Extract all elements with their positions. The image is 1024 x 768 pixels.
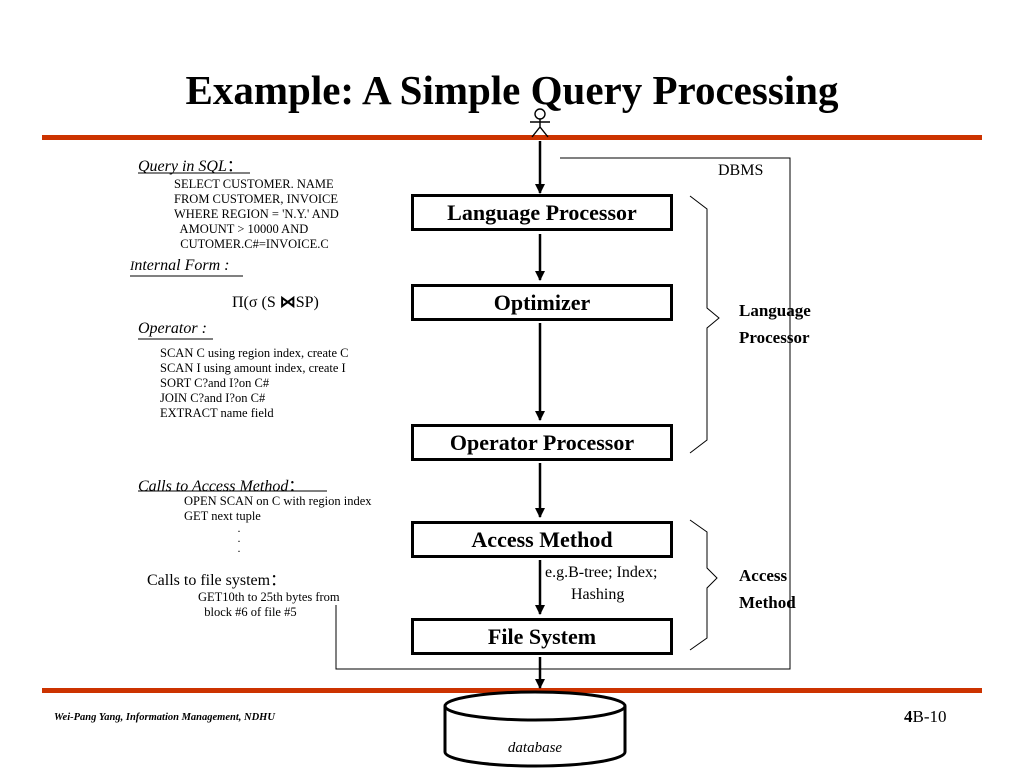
calls-file-block: GET10th to 25th bytes from block #6 of f… bbox=[198, 590, 340, 620]
query-line: AMOUNT > 10000 AND bbox=[174, 222, 309, 236]
operator-line: SCAN C using region index, create C bbox=[160, 346, 349, 360]
label-line: Access bbox=[739, 566, 788, 585]
operator-heading: Operator : bbox=[138, 320, 207, 338]
operator-heading-colon: : bbox=[197, 320, 207, 337]
operator-block: SCAN C using region index, create C SCAN… bbox=[160, 346, 349, 421]
database-icon bbox=[443, 690, 627, 768]
dot: · bbox=[237, 544, 241, 558]
page-title: Example: A Simple Query Processing bbox=[185, 67, 839, 113]
top-divider bbox=[42, 135, 982, 140]
internal-form-expression: Π(σ (S ⋈SP) bbox=[232, 292, 319, 312]
dot: · bbox=[237, 534, 241, 548]
internal-form-colon: : bbox=[220, 257, 230, 274]
bottom-divider bbox=[42, 688, 982, 693]
internal-form-initial: I bbox=[130, 258, 135, 273]
query-heading: Query in SQL： bbox=[138, 152, 243, 176]
calls-access-heading: Calls to Access Method： bbox=[138, 472, 304, 496]
calls-file-heading-text: Calls to file system bbox=[147, 572, 271, 589]
file-system-box: File System bbox=[411, 618, 673, 655]
dbms-boundary bbox=[335, 157, 791, 670]
operator-processor-box: Operator Processor bbox=[411, 424, 673, 461]
query-line: WHERE REGION = 'N.Y.' AND bbox=[174, 207, 339, 221]
page-number-bold: 4 bbox=[904, 707, 913, 726]
calls-access-heading-text: Calls to Access Method bbox=[138, 478, 289, 495]
internal-form-heading-text: nternal Form bbox=[134, 257, 221, 274]
access-method-label: Access Method bbox=[739, 562, 796, 616]
calls-file-colon: ： bbox=[270, 572, 287, 589]
optimizer-box: Optimizer bbox=[411, 284, 673, 321]
label-line: Language bbox=[739, 301, 811, 320]
brace-language-processor bbox=[689, 195, 720, 454]
footer-author: Wei-Pang Yang, Information Management, N… bbox=[54, 712, 275, 723]
operator-line: JOIN C?and I?on C# bbox=[160, 391, 266, 405]
dot: · bbox=[237, 524, 241, 538]
page-number-rest: B-10 bbox=[912, 707, 947, 726]
calls-file-line: GET10th to 25th bytes from bbox=[198, 590, 340, 604]
access-method-examples: e.g.B-tree; Index; Hashing bbox=[545, 562, 657, 606]
brace-access-method bbox=[689, 519, 718, 651]
calls-access-colon: ： bbox=[288, 478, 305, 495]
label-line: Method bbox=[739, 593, 796, 612]
ellipsis-dots: · · · bbox=[237, 524, 241, 558]
operator-line: EXTRACT name field bbox=[160, 406, 274, 420]
operator-heading-text: Operator bbox=[138, 320, 198, 337]
internal-form-heading: Internal Form : bbox=[130, 257, 229, 275]
expression-right: SP) bbox=[295, 294, 319, 311]
calls-file-line: block #6 of file #5 bbox=[198, 605, 297, 619]
calls-access-line: OPEN SCAN on C with region index bbox=[184, 494, 372, 508]
language-processor-label: Language Processor bbox=[739, 297, 811, 351]
language-processor-box: Language Processor bbox=[411, 194, 673, 231]
query-sql-block: SELECT CUSTOMER. NAME FROM CUSTOMER, INV… bbox=[174, 177, 339, 252]
query-heading-colon: ： bbox=[226, 158, 243, 175]
database-label: database bbox=[507, 740, 563, 756]
user-icon bbox=[530, 108, 550, 138]
examples-line-1: e.g.B-tree; Index; bbox=[545, 564, 658, 581]
operator-line: SCAN I using amount index, create I bbox=[160, 361, 346, 375]
operator-line: SORT C?and I?on C# bbox=[160, 376, 270, 390]
label-line: Processor bbox=[739, 328, 810, 347]
access-method-box: Access Method bbox=[411, 521, 673, 558]
examples-line-2: Hashing bbox=[571, 586, 625, 603]
calls-file-heading: Calls to file system： bbox=[147, 566, 286, 590]
calls-access-block: OPEN SCAN on C with region index GET nex… bbox=[184, 494, 372, 524]
query-line: FROM CUSTOMER, INVOICE bbox=[174, 192, 339, 206]
calls-access-line: GET next tuple bbox=[184, 509, 261, 523]
page-number: 4B-10 bbox=[904, 707, 947, 727]
dbms-label: DBMS bbox=[718, 162, 764, 179]
query-heading-text: Query in SQL bbox=[138, 158, 227, 175]
query-line: CUTOMER.C#=INVOICE.C bbox=[174, 237, 329, 251]
join-symbol: ⋈ bbox=[279, 294, 296, 311]
expression-left: Π(σ (S bbox=[232, 294, 276, 311]
query-line: SELECT CUSTOMER. NAME bbox=[174, 177, 334, 191]
